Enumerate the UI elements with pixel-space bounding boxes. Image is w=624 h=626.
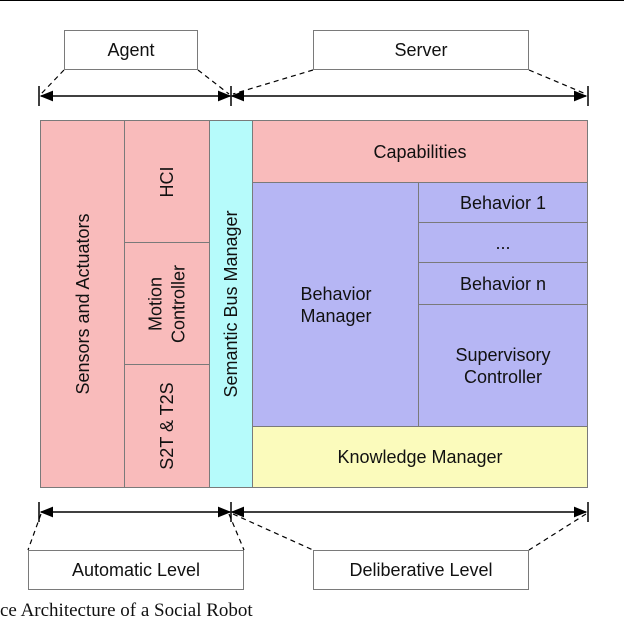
server-label: Server [313,30,529,70]
deliberative-connector-left [232,513,314,551]
behavior-manager-label: Behavior Manager [300,283,372,327]
automatic-connector-right [228,513,245,551]
behavior-1-label: Behavior 1 [459,192,547,213]
behavior-1-block: Behavior 1 [418,182,588,224]
behavior-ellipsis-label: ... [495,232,511,253]
behavior-manager-block: Behavior Manager [252,182,420,428]
deliberative-level-label: Deliberative Level [313,550,529,590]
supervisory-controller-label: Supervisory Controller [455,344,551,388]
agent-connector-left [40,69,65,95]
sensors-actuators-block: Sensors and Actuators [40,120,126,488]
automatic-level-label: Automatic Level [28,550,244,590]
figure-caption: ce Architecture of a Social Robot [0,600,253,621]
agent-connector-right [197,69,230,95]
behavior-n-block: Behavior n [418,262,588,306]
top-rule [0,0,624,1]
automatic-connector-left [27,513,42,551]
supervisory-controller-block: Supervisory Controller [418,304,588,428]
deliberative-connector-right [528,513,587,551]
agent-label: Agent [64,30,198,70]
server-connector-left [232,69,314,95]
behavior-n-label: Behavior n [459,273,547,294]
knowledge-manager-block: Knowledge Manager [252,426,588,488]
capabilities-label: Capabilities [373,141,467,162]
knowledge-manager-label: Knowledge Manager [337,446,503,467]
server-connector-right [528,69,587,95]
